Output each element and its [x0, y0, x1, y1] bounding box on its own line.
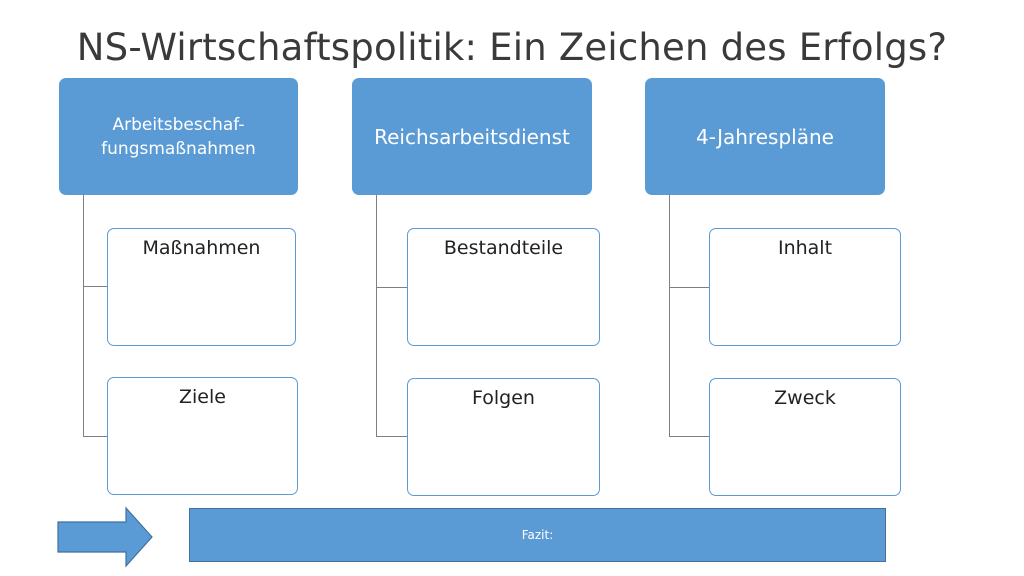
column-header-arbeitsbeschaffung[interactable]: Arbeitsbeschaf- fungsmaßnahmen: [59, 78, 298, 195]
connector-horizontal: [669, 287, 709, 288]
column-header-line1: Arbeitsbeschaf-: [112, 114, 245, 135]
connector-horizontal: [83, 286, 107, 287]
sub-item-massnahmen[interactable]: Maßnahmen: [107, 228, 296, 346]
column-header-text: Arbeitsbeschaf- fungsmaßnahmen: [101, 113, 256, 161]
conclusion-label: Fazit:: [521, 528, 554, 542]
connector-horizontal: [376, 436, 407, 437]
connector-vertical: [83, 195, 84, 436]
right-arrow-icon: [57, 506, 153, 568]
sub-item-bestandteile[interactable]: Bestandteile: [407, 228, 600, 346]
column-header-reichsarbeitsdienst[interactable]: Reichsarbeitsdienst: [352, 78, 592, 195]
connector-vertical: [669, 195, 670, 436]
slide-title: NS-Wirtschaftspolitik: Ein Zeichen des E…: [76, 26, 948, 69]
sub-item-ziele[interactable]: Ziele: [107, 377, 298, 495]
sub-item-inhalt[interactable]: Inhalt: [709, 228, 901, 346]
column-header-jahresplaene[interactable]: 4-Jahrespläne: [645, 78, 885, 195]
connector-horizontal: [83, 436, 107, 437]
conclusion-bar[interactable]: Fazit:: [189, 508, 886, 562]
sub-item-folgen[interactable]: Folgen: [407, 378, 600, 496]
connector-horizontal: [376, 287, 407, 288]
connector-vertical: [376, 195, 377, 436]
column-header-line2: fungsmaßnahmen: [101, 138, 256, 159]
sub-item-zweck[interactable]: Zweck: [709, 378, 901, 496]
connector-horizontal: [669, 436, 709, 437]
